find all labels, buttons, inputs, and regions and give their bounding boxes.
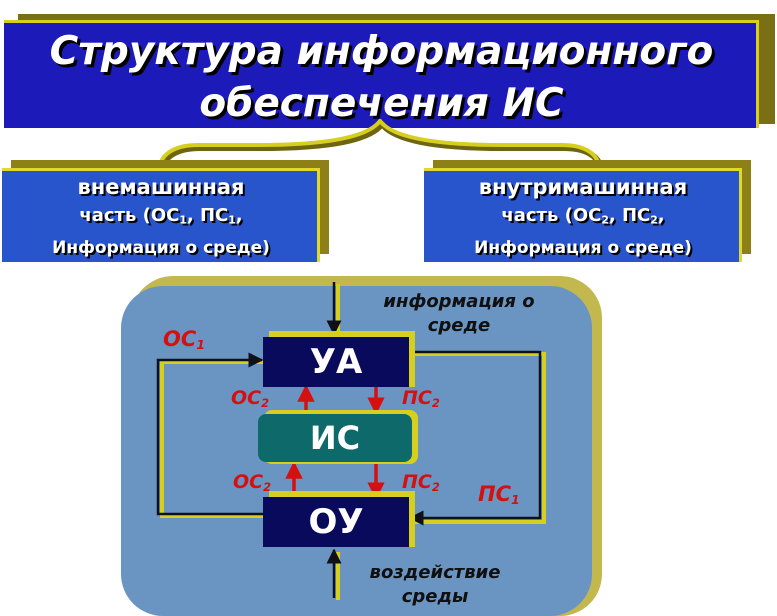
os2-bottom-label: ОС2 — [233, 471, 272, 494]
external-part-box: внемашинная часть (ОС1, ПС1, Информация … — [2, 160, 329, 262]
external-part-line-1: внемашинная — [77, 175, 245, 199]
internal-part-bg — [424, 168, 742, 262]
title-box — [4, 20, 759, 128]
os1-label: ОС1 — [163, 327, 206, 353]
external-part-bg — [2, 168, 320, 262]
brace-connector — [158, 119, 604, 171]
ps1-label: ПС1 — [478, 482, 520, 508]
title-line-2: обеспечения ИС — [199, 81, 564, 126]
internal-part-line-2: часть (ОС2, ПС2, — [501, 205, 665, 227]
control-device-label: УА — [309, 342, 363, 382]
information-system-block: ИС — [258, 414, 412, 462]
title-line-1: Структура информационного — [49, 29, 714, 74]
internal-part-line-3: Информация о среде) — [474, 237, 692, 258]
controlled-object-block: ОУ — [263, 497, 409, 547]
external-part-line-3: Информация о среде) — [52, 237, 270, 258]
controlled-object-label: ОУ — [308, 502, 364, 542]
internal-part-box: внутримашинная часть (ОС2, ПС2, Информац… — [424, 160, 751, 262]
external-part-line-2: часть (ОС1, ПС1, — [79, 205, 243, 227]
title-banner: Структура информационного обеспечения ИС — [4, 10, 775, 128]
information-system-label: ИС — [309, 419, 361, 457]
ps2-top-label: ПС2 — [402, 387, 440, 410]
ps2-bottom-label: ПС2 — [402, 471, 440, 494]
page-title: Структура информационного обеспечения ИС — [4, 26, 759, 130]
os2-top-label: ОС2 — [231, 387, 270, 410]
external-part-text: внемашинная часть (ОС1, ПС1, Информация … — [2, 172, 320, 261]
internal-part-text: внутримашинная часть (ОС2, ПС2, Информац… — [424, 172, 742, 261]
internal-part-line-1: внутримашинная — [478, 175, 688, 199]
control-device-block: УА — [263, 337, 409, 387]
